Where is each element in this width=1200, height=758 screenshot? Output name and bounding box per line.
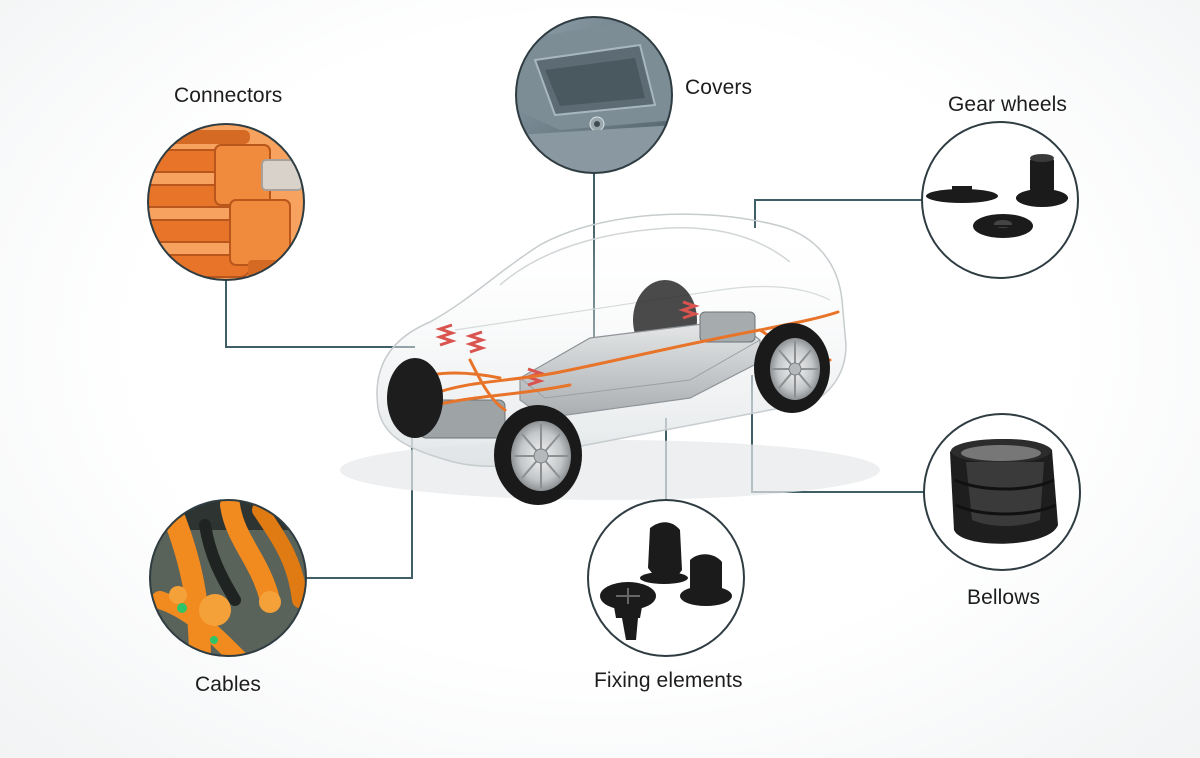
gear-wheels-label: Gear wheels [948,93,1067,116]
fixing-elements-circle [587,499,745,657]
cables-label: Cables [195,673,261,696]
gear-wheels-photo [921,121,1079,279]
connectors-photo [147,123,305,281]
front-wheel [494,405,582,505]
fixing-elements-photo [587,499,745,657]
bellows-circle [923,413,1081,571]
cables-circle [149,499,307,657]
covers-photo [515,16,673,174]
car-chassis-illustration [340,213,880,505]
cables-photo [149,499,307,657]
covers-label: Covers [685,76,753,99]
gear-wheels-circle [921,121,1079,279]
connectors-label: Connectors [174,84,283,107]
covers-circle [515,16,673,174]
rear-wheel [754,323,830,413]
bellows-photo [923,413,1081,571]
cables-leader-line [306,420,413,579]
fixing-elements-label: Fixing elements [594,669,743,692]
connectors-circle [147,123,305,281]
connectors-leader-line [225,280,415,348]
bellows-label: Bellows [967,586,1041,609]
gear-wheels-leader-line [754,199,922,228]
